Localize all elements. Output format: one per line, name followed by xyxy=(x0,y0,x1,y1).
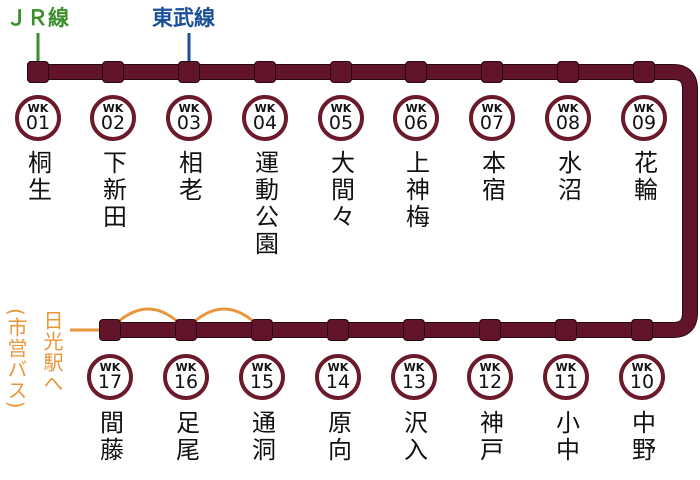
nikko-label: 日光駅へ xyxy=(40,310,64,394)
station-stop-marker xyxy=(555,319,577,341)
station-number-badge[interactable]: WK 13 xyxy=(391,354,437,400)
station-number: 17 xyxy=(97,371,123,393)
station-stop-marker xyxy=(633,61,655,83)
city-bus-label: (市営バス) xyxy=(4,308,28,410)
station-number: 05 xyxy=(328,112,354,134)
track xyxy=(38,65,697,337)
station-number: 10 xyxy=(629,371,655,393)
station-stop-marker xyxy=(330,61,352,83)
station-name[interactable]: 中野 xyxy=(627,410,656,464)
line-prefix: WK xyxy=(557,102,579,115)
line-prefix: WK xyxy=(254,102,276,115)
station-number: 03 xyxy=(176,112,202,134)
station-number-badge[interactable]: WK 04 xyxy=(242,95,288,141)
line-prefix: WK xyxy=(479,361,501,374)
station-number: 07 xyxy=(479,112,505,134)
station-number: 08 xyxy=(555,112,581,134)
line-prefix: WK xyxy=(27,102,49,115)
jr-line-label: ＪＲ線 xyxy=(6,6,69,30)
line-prefix: WK xyxy=(99,361,121,374)
station-stop-marker xyxy=(99,319,121,341)
station-number: 09 xyxy=(631,112,657,134)
station-name[interactable]: 神戸 xyxy=(475,410,504,464)
station-number-badge[interactable]: WK 07 xyxy=(469,95,515,141)
line-prefix: WK xyxy=(633,102,655,115)
line-prefix: WK xyxy=(481,102,503,115)
station-number: 01 xyxy=(25,112,51,134)
station-name[interactable]: 原向 xyxy=(323,410,352,464)
station-name[interactable]: 足尾 xyxy=(171,410,200,464)
station-stop-marker xyxy=(481,61,503,83)
station-number-badge[interactable]: WK 17 xyxy=(87,354,133,400)
station-number-badge[interactable]: WK 10 xyxy=(619,354,665,400)
station-number-badge[interactable]: WK 08 xyxy=(545,95,591,141)
line-prefix: WK xyxy=(102,102,124,115)
line-prefix: WK xyxy=(330,102,352,115)
station-stop-marker xyxy=(403,319,425,341)
station-number-badge[interactable]: WK 03 xyxy=(166,95,212,141)
station-name[interactable]: 花輪 xyxy=(629,150,658,204)
station-stop-marker xyxy=(175,319,197,341)
station-name[interactable]: 上神梅 xyxy=(401,150,430,231)
line-prefix: WK xyxy=(175,361,197,374)
station-name[interactable]: 運動公園 xyxy=(250,150,279,258)
station-stop-marker xyxy=(631,319,653,341)
line-prefix: WK xyxy=(405,102,427,115)
station-stop-marker xyxy=(251,319,273,341)
station-name[interactable]: 大間々 xyxy=(326,150,355,231)
station-number: 15 xyxy=(249,371,275,393)
station-number-badge[interactable]: WK 11 xyxy=(543,354,589,400)
station-number: 04 xyxy=(252,112,278,134)
station-number: 06 xyxy=(403,112,429,134)
line-prefix: WK xyxy=(631,361,653,374)
station-name[interactable]: 桐生 xyxy=(23,150,52,204)
station-stop-marker xyxy=(178,61,200,83)
station-name[interactable]: 水沼 xyxy=(553,150,582,204)
station-name[interactable]: 下新田 xyxy=(98,150,127,231)
station-stop-marker xyxy=(254,61,276,83)
station-number: 14 xyxy=(325,371,351,393)
station-number: 11 xyxy=(553,371,579,393)
station-name[interactable]: 小中 xyxy=(551,410,580,464)
tobu-line-label: 東武線 xyxy=(152,6,215,30)
station-number-badge[interactable]: WK 02 xyxy=(90,95,136,141)
station-number-badge[interactable]: WK 16 xyxy=(163,354,209,400)
bus-arc-2 xyxy=(193,307,255,324)
station-number-badge[interactable]: WK 06 xyxy=(393,95,439,141)
station-number: 13 xyxy=(401,371,427,393)
station-name[interactable]: 間藤 xyxy=(95,410,124,464)
station-stop-marker xyxy=(327,319,349,341)
station-number-badge[interactable]: WK 15 xyxy=(239,354,285,400)
station-number-badge[interactable]: WK 05 xyxy=(318,95,364,141)
station-name[interactable]: 沢入 xyxy=(399,410,428,464)
track-outline xyxy=(38,64,698,338)
station-stop-marker xyxy=(557,61,579,83)
station-number: 02 xyxy=(100,112,126,134)
bus-arc-1 xyxy=(117,307,179,324)
station-number-badge[interactable]: WK 14 xyxy=(315,354,361,400)
line-prefix: WK xyxy=(555,361,577,374)
station-stop-marker xyxy=(479,319,501,341)
station-number-badge[interactable]: WK 01 xyxy=(15,95,61,141)
station-name[interactable]: 本宿 xyxy=(477,150,506,204)
station-number: 16 xyxy=(173,371,199,393)
line-prefix: WK xyxy=(403,361,425,374)
station-name[interactable]: 相老 xyxy=(174,150,203,204)
station-number-badge[interactable]: WK 09 xyxy=(621,95,667,141)
line-prefix: WK xyxy=(327,361,349,374)
station-number: 12 xyxy=(477,371,503,393)
line-prefix: WK xyxy=(251,361,273,374)
station-stop-marker xyxy=(27,61,49,83)
station-name[interactable]: 通洞 xyxy=(247,410,276,464)
station-stop-marker xyxy=(102,61,124,83)
line-prefix: WK xyxy=(178,102,200,115)
station-number-badge[interactable]: WK 12 xyxy=(467,354,513,400)
station-stop-marker xyxy=(405,61,427,83)
